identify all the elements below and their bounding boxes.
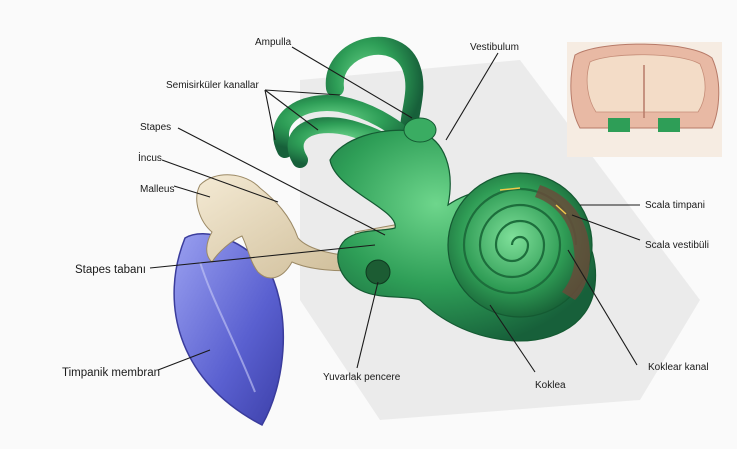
label-incus: İncus xyxy=(138,151,162,164)
label-stapes-footplate: Stapes tabanı xyxy=(75,264,146,276)
label-cochlear-duct: Koklear kanal xyxy=(648,362,709,373)
label-scala-vestibuli: Scala vestibüli xyxy=(645,240,709,251)
label-stapes: Stapes xyxy=(140,122,171,133)
label-vestibulum: Vestibulum xyxy=(470,42,519,53)
label-semicircular-canals: Semisirküler kanallar xyxy=(166,80,259,91)
label-round-window: Yuvarlak pencere xyxy=(323,372,401,383)
label-scala-tympani: Scala timpani xyxy=(645,200,705,211)
label-malleus: Malleus xyxy=(140,184,174,195)
label-tympanic-membrane: Timpanik membran xyxy=(62,367,160,379)
label-cochlea: Koklea xyxy=(535,380,566,391)
cochlea-shape xyxy=(448,173,592,317)
label-ampulla: Ampulla xyxy=(255,37,292,48)
brain-crosssection-image xyxy=(567,42,722,157)
